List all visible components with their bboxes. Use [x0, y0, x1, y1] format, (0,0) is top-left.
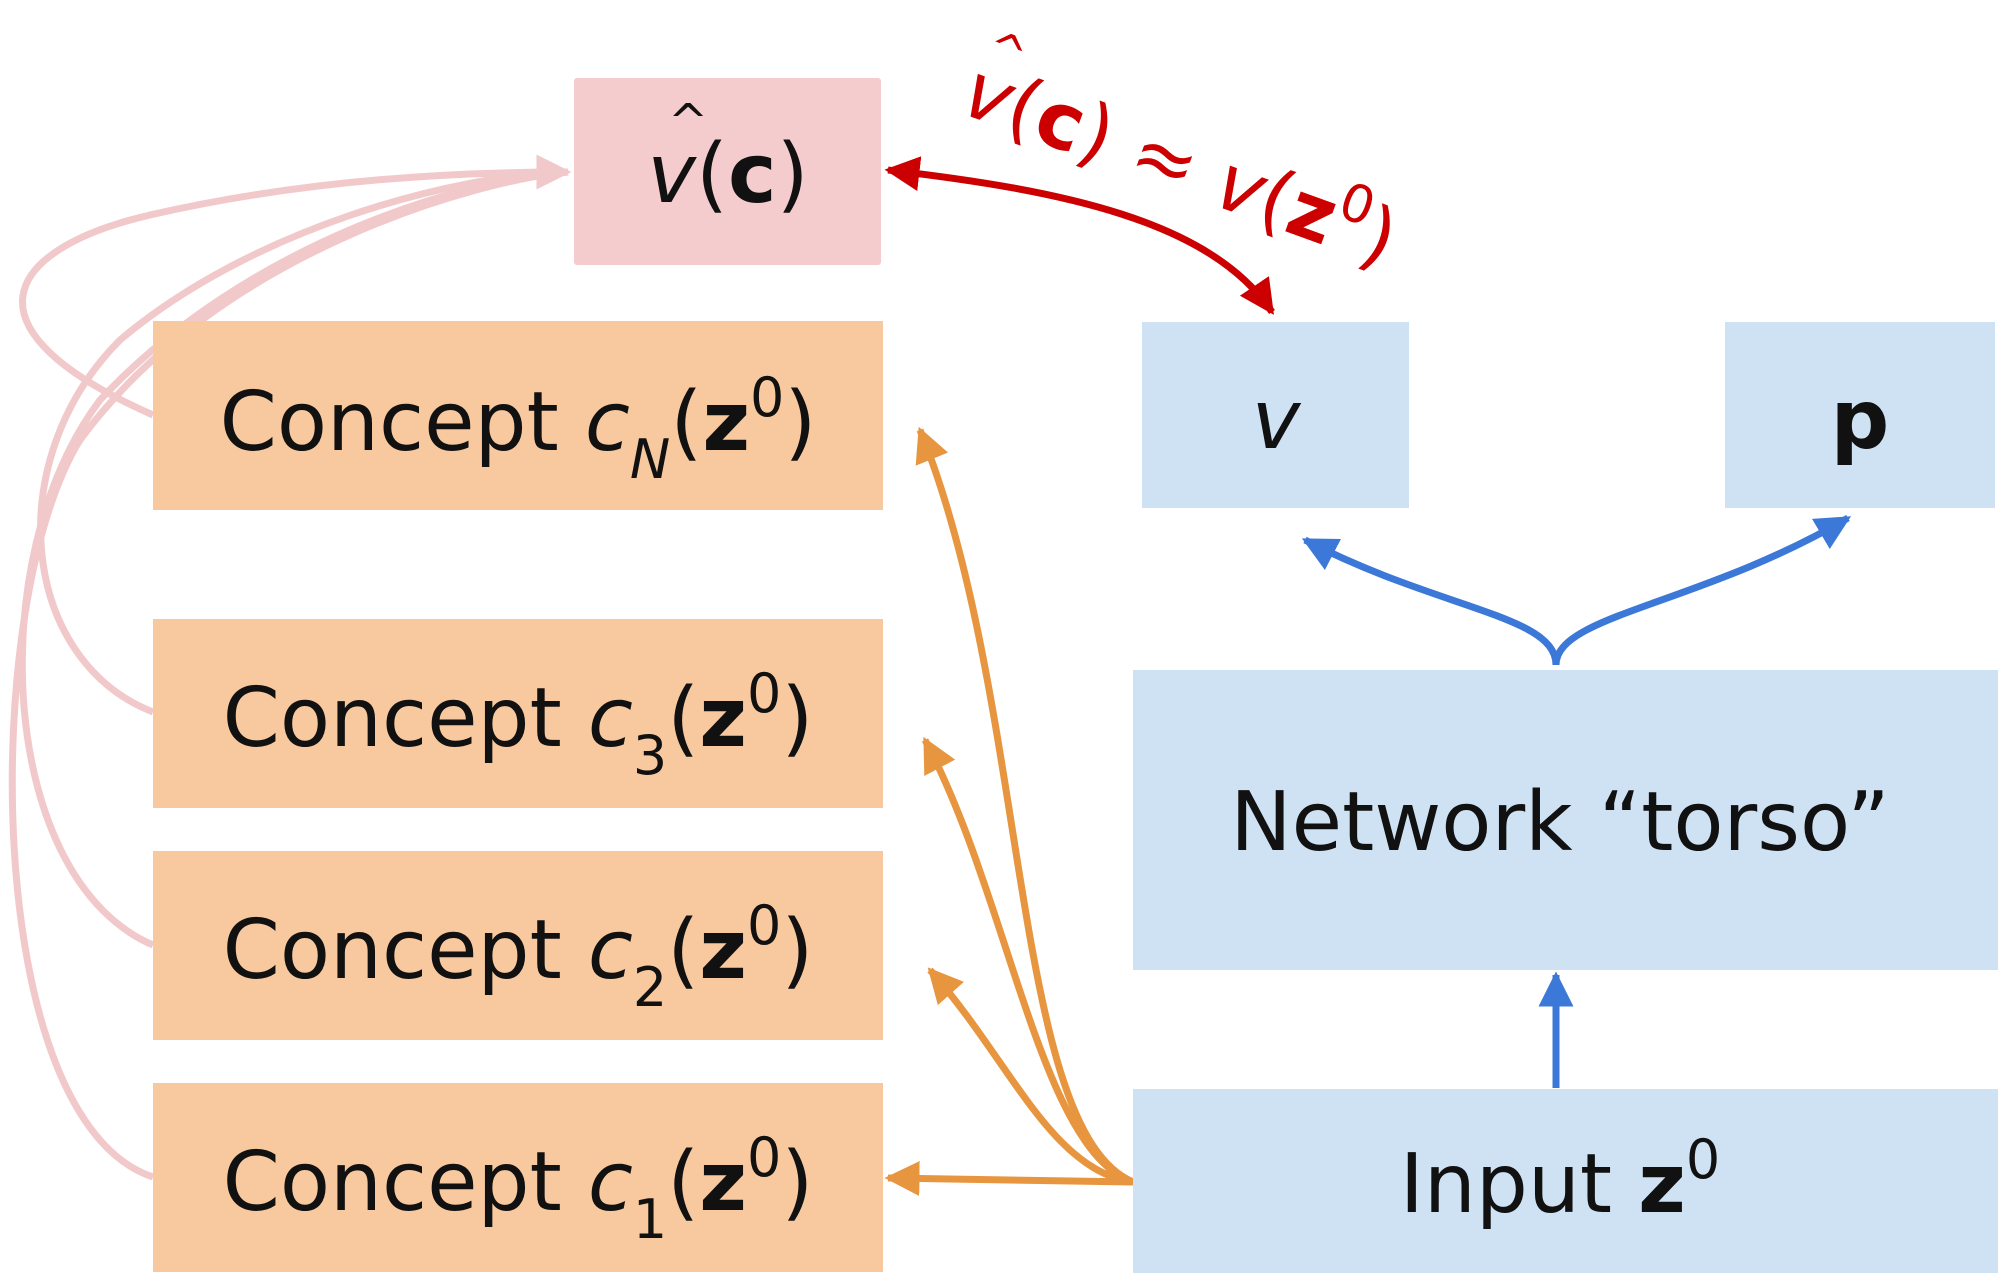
concept-close: ) — [784, 375, 816, 470]
concept-z: z — [702, 375, 750, 470]
red-double-arrow — [884, 156, 1275, 315]
svg-text:Concept c1(z0): Concept c1(z0) — [223, 1126, 814, 1251]
concept-c: c — [588, 903, 633, 998]
concept-close: ) — [781, 903, 813, 998]
concept-word: Concept — [220, 375, 559, 470]
concept-sub: 1 — [633, 1188, 667, 1251]
concept-z: z — [699, 671, 747, 766]
concept-word: Concept — [223, 903, 562, 998]
concept-box-cN: Concept cN(z0) — [153, 321, 883, 510]
blue-arrow-torso-to-p — [1552, 514, 1852, 666]
v-hat-box: v(c) ^ — [574, 78, 881, 265]
concept-c: c — [585, 375, 630, 470]
svg-text:Concept c2(z0): Concept c2(z0) — [223, 894, 814, 1019]
concept-z: z — [699, 1135, 747, 1230]
v-box: v — [1142, 322, 1409, 508]
input-box: Input z0 — [1133, 1089, 1998, 1273]
svg-text:v(c): v(c) — [647, 127, 808, 222]
v-hat-c: c — [728, 127, 777, 222]
v-box-label: v — [1252, 373, 1302, 468]
v-hat-close: ) — [777, 127, 809, 222]
orange-arrow-cN — [915, 426, 1135, 1186]
concept-box-c1: Concept c1(z0) — [153, 1083, 883, 1272]
input-z: z — [1638, 1137, 1686, 1232]
p-box: p — [1725, 322, 1995, 508]
input-sup: 0 — [1686, 1128, 1720, 1191]
orange-connectors — [884, 426, 1135, 1197]
pink-connector-c3 — [37, 168, 569, 716]
concept-word: Concept — [223, 1135, 562, 1230]
torso-box: Network “torso” — [1133, 670, 1998, 970]
approx-label: v(c) ≈ v(z0) ^ — [952, 19, 1412, 285]
concept-sub: 2 — [633, 956, 667, 1019]
concept-c: c — [588, 1135, 633, 1230]
torso-label: Network “torso” — [1230, 775, 1889, 870]
v-hat-v: v — [647, 127, 697, 222]
concept-box-c2: Concept c2(z0) — [153, 851, 883, 1040]
concept-open: ( — [667, 1135, 699, 1230]
orange-arrow-c3 — [921, 736, 1135, 1186]
input-word: Input — [1400, 1137, 1612, 1232]
concept-sup: 0 — [747, 894, 781, 957]
pink-connector-c1 — [8, 168, 569, 1181]
concept-open: ( — [667, 903, 699, 998]
concept-sup: 0 — [750, 366, 784, 429]
pink-connectors — [8, 154, 572, 1181]
blue-connectors — [1301, 514, 1852, 1088]
concept-sup: 0 — [747, 662, 781, 725]
blue-arrow-torso-to-v — [1301, 536, 1560, 666]
concept-close: ) — [781, 671, 813, 766]
concept-box-c3: Concept c3(z0) — [153, 619, 883, 808]
concept-sub: N — [630, 428, 670, 491]
v-hat-hat: ^ — [668, 94, 708, 150]
pink-connector-cN — [19, 154, 572, 419]
concept-sup: 0 — [747, 1126, 781, 1189]
concept-z: z — [699, 903, 747, 998]
concept-open: ( — [670, 375, 702, 470]
svg-text:Input z0: Input z0 — [1400, 1128, 1721, 1232]
concept-sub: 3 — [633, 724, 667, 787]
orange-arrow-c2 — [927, 967, 1134, 1186]
orange-arrow-c1 — [884, 1161, 1134, 1197]
pink-connector-c2 — [18, 168, 569, 949]
p-box-label: p — [1831, 373, 1890, 468]
concept-word: Concept — [223, 671, 562, 766]
concept-open: ( — [667, 671, 699, 766]
svg-text:v(c) ≈ v(z0): v(c) ≈ v(z0) — [952, 38, 1412, 285]
svg-text:Concept c3(z0): Concept c3(z0) — [223, 662, 814, 787]
concept-c: c — [588, 671, 633, 766]
svg-text:Concept cN(z0): Concept cN(z0) — [220, 366, 817, 491]
v-hat-open: ( — [696, 127, 728, 222]
concept-close: ) — [781, 1135, 813, 1230]
